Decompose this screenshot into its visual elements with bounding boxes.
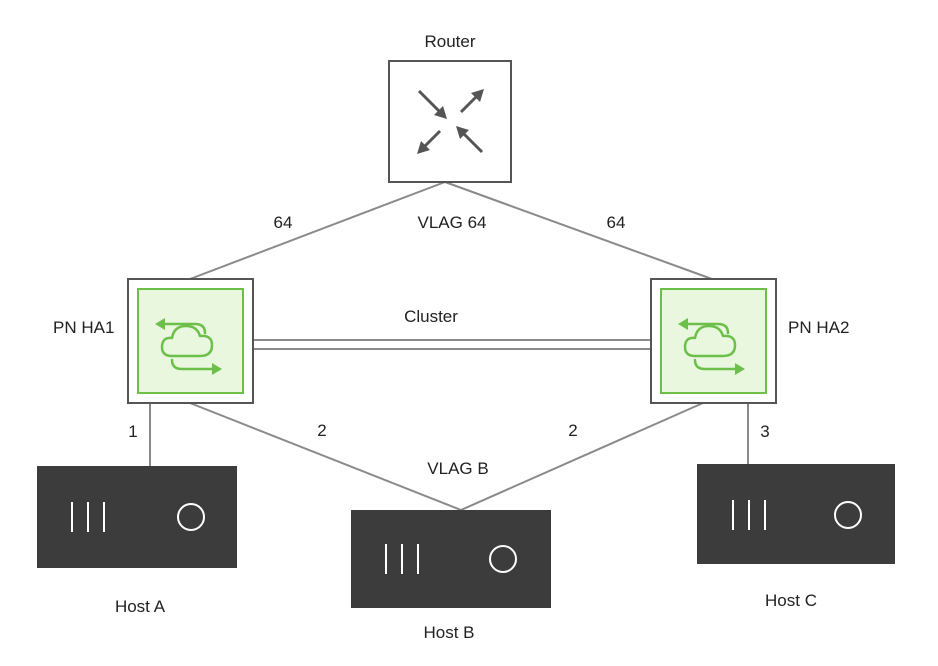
switch-ha2-label: PN HA2 [788,318,849,337]
switch-ha2-inner [660,288,767,394]
server-icon [385,544,517,574]
link-router-ha2 [444,181,713,280]
label-vlag-top: VLAG 64 [418,213,487,232]
link-router-ha1 [189,181,446,280]
label-router-ha2: 64 [607,213,626,232]
host-a-label: Host A [115,597,166,616]
switch-ha1-label: PN HA1 [53,318,114,337]
label-ha2-hostB: 2 [568,421,577,440]
host-c: Host C [697,464,895,610]
label-ha1-hostA: 1 [128,422,137,441]
host-b: Host B [351,510,551,642]
host-b-label: Host B [423,623,474,642]
link-ha1-hostB [189,402,462,511]
router-node: Router [388,32,512,183]
host-c-label: Host C [765,591,817,610]
switch-ha2: PN HA2 [650,278,849,404]
server-icon [71,502,205,532]
label-ha1-hostB: 2 [317,421,326,440]
router-box [388,60,512,183]
switch-ha1-inner [137,288,244,394]
link-ha2-hostB [460,402,704,511]
switch-ha1: PN HA1 [53,278,254,404]
router-label: Router [424,32,475,51]
host-b-box [351,510,551,608]
server-icon [732,500,862,530]
cloud-sync-icon [155,318,222,375]
label-router-ha1: 64 [274,213,293,232]
arrows-converge-icon [417,89,484,154]
label-cluster: Cluster [404,307,458,326]
host-c-box [697,464,895,564]
host-a-box [37,466,237,568]
label-vlag-bottom: VLAG B [427,459,488,478]
host-a: Host A [37,466,237,616]
connections [149,181,749,511]
label-ha2-hostC: 3 [760,422,769,441]
cloud-sync-icon [678,318,745,375]
